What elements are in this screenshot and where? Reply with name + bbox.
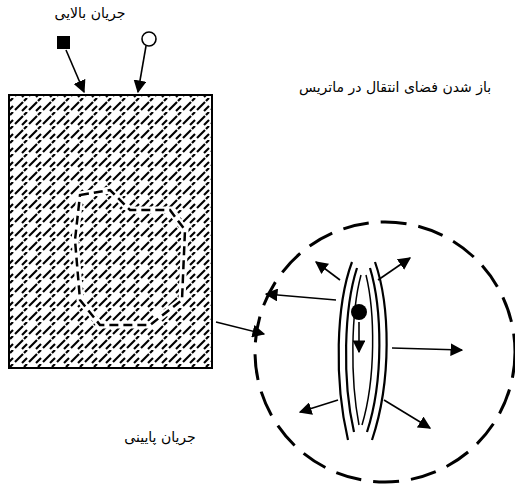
input-arrow xyxy=(66,50,84,92)
flow-label: جریان بالایی xyxy=(30,4,150,23)
crack-wall xyxy=(339,262,387,440)
square-marker xyxy=(57,36,70,49)
zoom-caption: باز شدن فضای انتقال در ماتریس xyxy=(290,78,500,97)
region-gap xyxy=(75,190,185,325)
zoom-circle xyxy=(255,222,515,482)
flow-label: جریان پایینی xyxy=(100,428,220,447)
crack-wall xyxy=(346,268,379,432)
crack-wall xyxy=(353,275,373,425)
particle xyxy=(351,304,367,320)
matrix-block xyxy=(9,95,212,368)
expansion-arrows xyxy=(266,258,462,428)
circle-marker xyxy=(142,32,156,46)
input-arrow xyxy=(138,46,146,92)
particle-arrow xyxy=(358,322,360,352)
zoom-region xyxy=(75,190,185,325)
